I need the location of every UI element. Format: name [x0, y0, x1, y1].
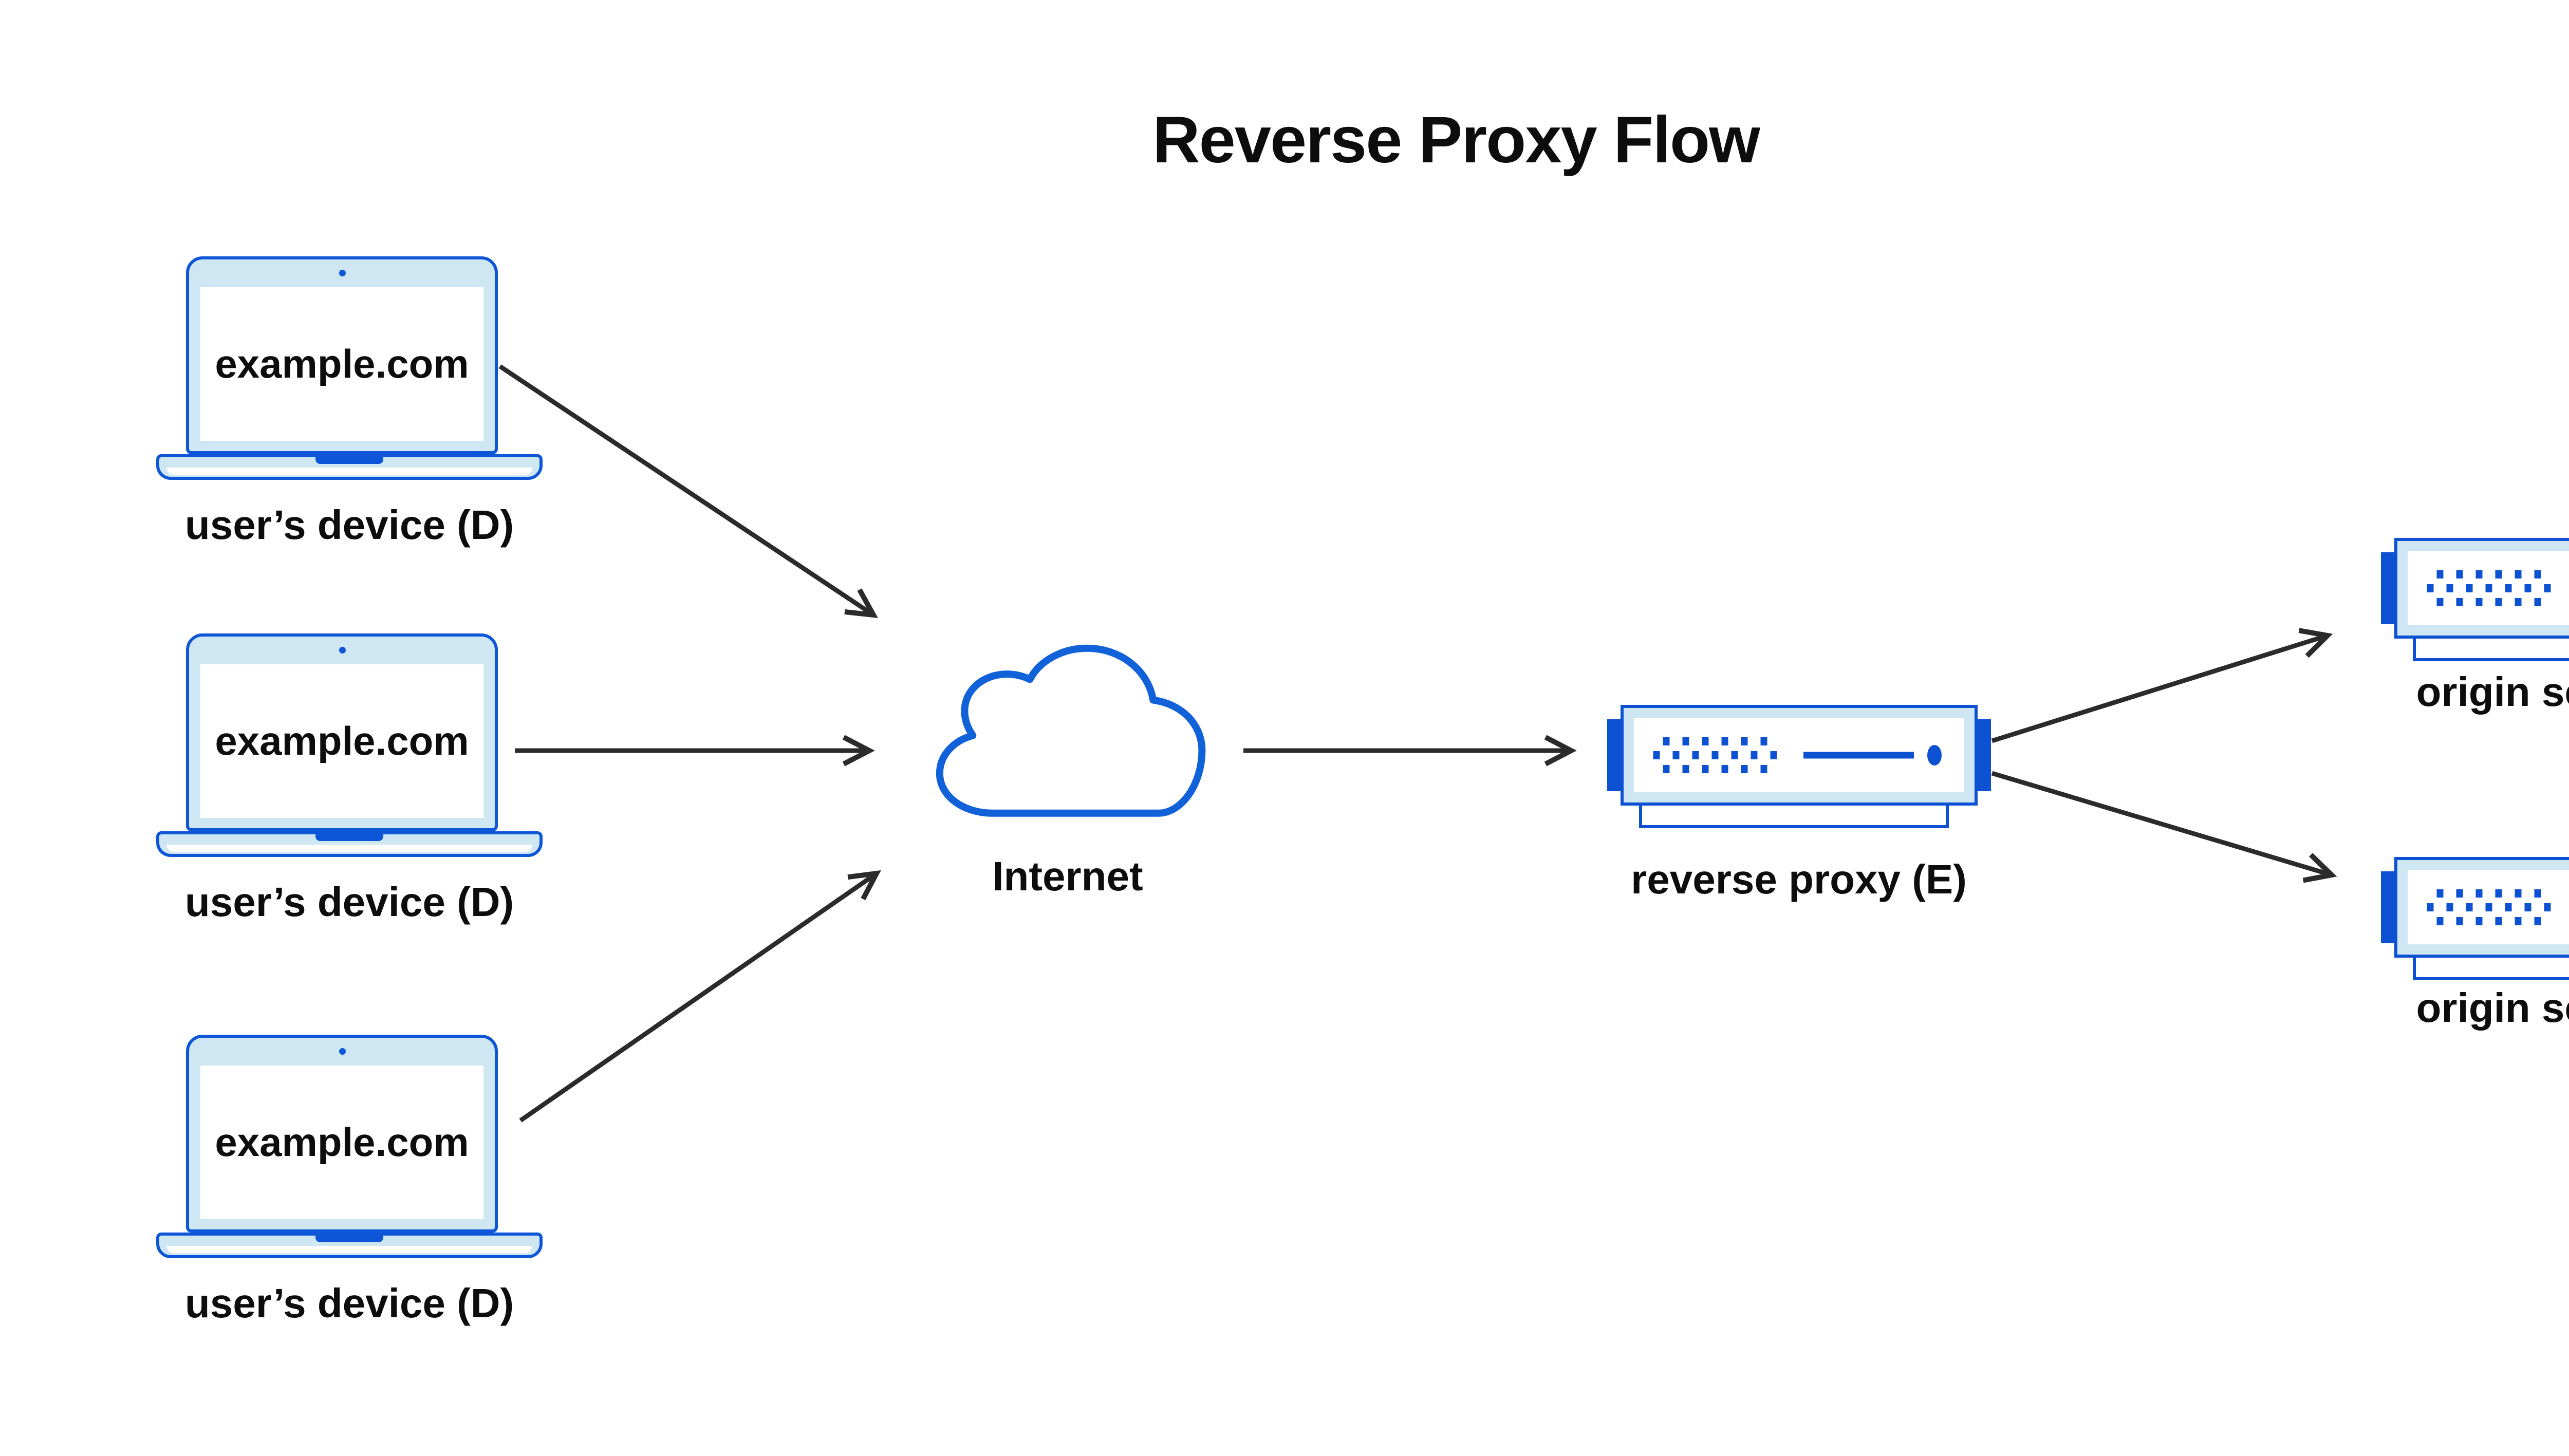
camera-dot-icon [339, 647, 346, 654]
laptop-notch [315, 1236, 383, 1242]
origin-server-1: origin server (F) [2381, 538, 2569, 713]
server-front-panel [2408, 551, 2569, 625]
laptop-base [156, 454, 543, 480]
device-screen-text: example.com [200, 664, 483, 818]
user-device-label: user’s device (D) [184, 502, 514, 548]
internet-label: Internet [992, 853, 1143, 899]
user-device-3: example.com user’s device (D) [156, 1035, 543, 1353]
server-side-tab-icon [1976, 719, 1991, 791]
laptop-screen: example.com [186, 256, 498, 454]
server-body [2394, 538, 2569, 639]
arrow-proxy-to-origin2 [1991, 771, 2337, 883]
server-front-panel [2408, 870, 2569, 944]
device-screen-text: example.com [200, 287, 483, 441]
laptop-base [156, 831, 543, 857]
laptop-base [156, 1233, 543, 1258]
device-screen-text: example.com [200, 1066, 483, 1219]
laptop-screen: example.com [186, 633, 498, 831]
server-vents-led-icon [1653, 737, 1942, 773]
arrow-device1-to-internet [498, 364, 879, 619]
laptop-base-stripe [166, 1246, 532, 1253]
server-side-tab-icon [2381, 871, 2396, 943]
diagram-title: Reverse Proxy Flow [1152, 103, 1760, 177]
reverse-proxy-label: reverse proxy (E) [1631, 856, 1967, 902]
camera-dot-icon [339, 1048, 346, 1055]
user-device-1: example.com user’s device (D) [156, 256, 543, 575]
reverse-proxy: reverse proxy (E) [1607, 705, 1991, 900]
arrow-proxy-to-origin1 [1991, 628, 2333, 743]
laptop-base-stripe [166, 845, 532, 852]
origin-server-label: origin server (F) [2416, 985, 2569, 1031]
camera-dot-icon [339, 270, 346, 276]
user-device-label: user’s device (D) [184, 1280, 514, 1326]
origin-server-label: origin server (F) [2416, 669, 2569, 715]
server-body [2394, 857, 2569, 958]
laptop-base-stripe [166, 468, 532, 475]
laptop-screen: example.com [186, 1035, 498, 1233]
user-device-label: user’s device (D) [184, 879, 514, 925]
laptop-notch [315, 834, 383, 841]
server-vents-led-icon [2427, 570, 2551, 606]
server-body [1621, 705, 1978, 806]
server-side-tab-icon [1607, 719, 1623, 791]
server-front-panel [1634, 718, 1964, 792]
origin-server-2: origin server (F) [2381, 857, 2569, 1029]
arrow-device3-to-internet [519, 870, 881, 1123]
internet-cloud-icon [936, 644, 1206, 817]
server-side-tab-icon [2381, 552, 2396, 624]
laptop-notch [315, 457, 383, 464]
server-vents-led-icon [2427, 889, 2551, 925]
user-device-2: example.com user’s device (D) [156, 633, 543, 952]
